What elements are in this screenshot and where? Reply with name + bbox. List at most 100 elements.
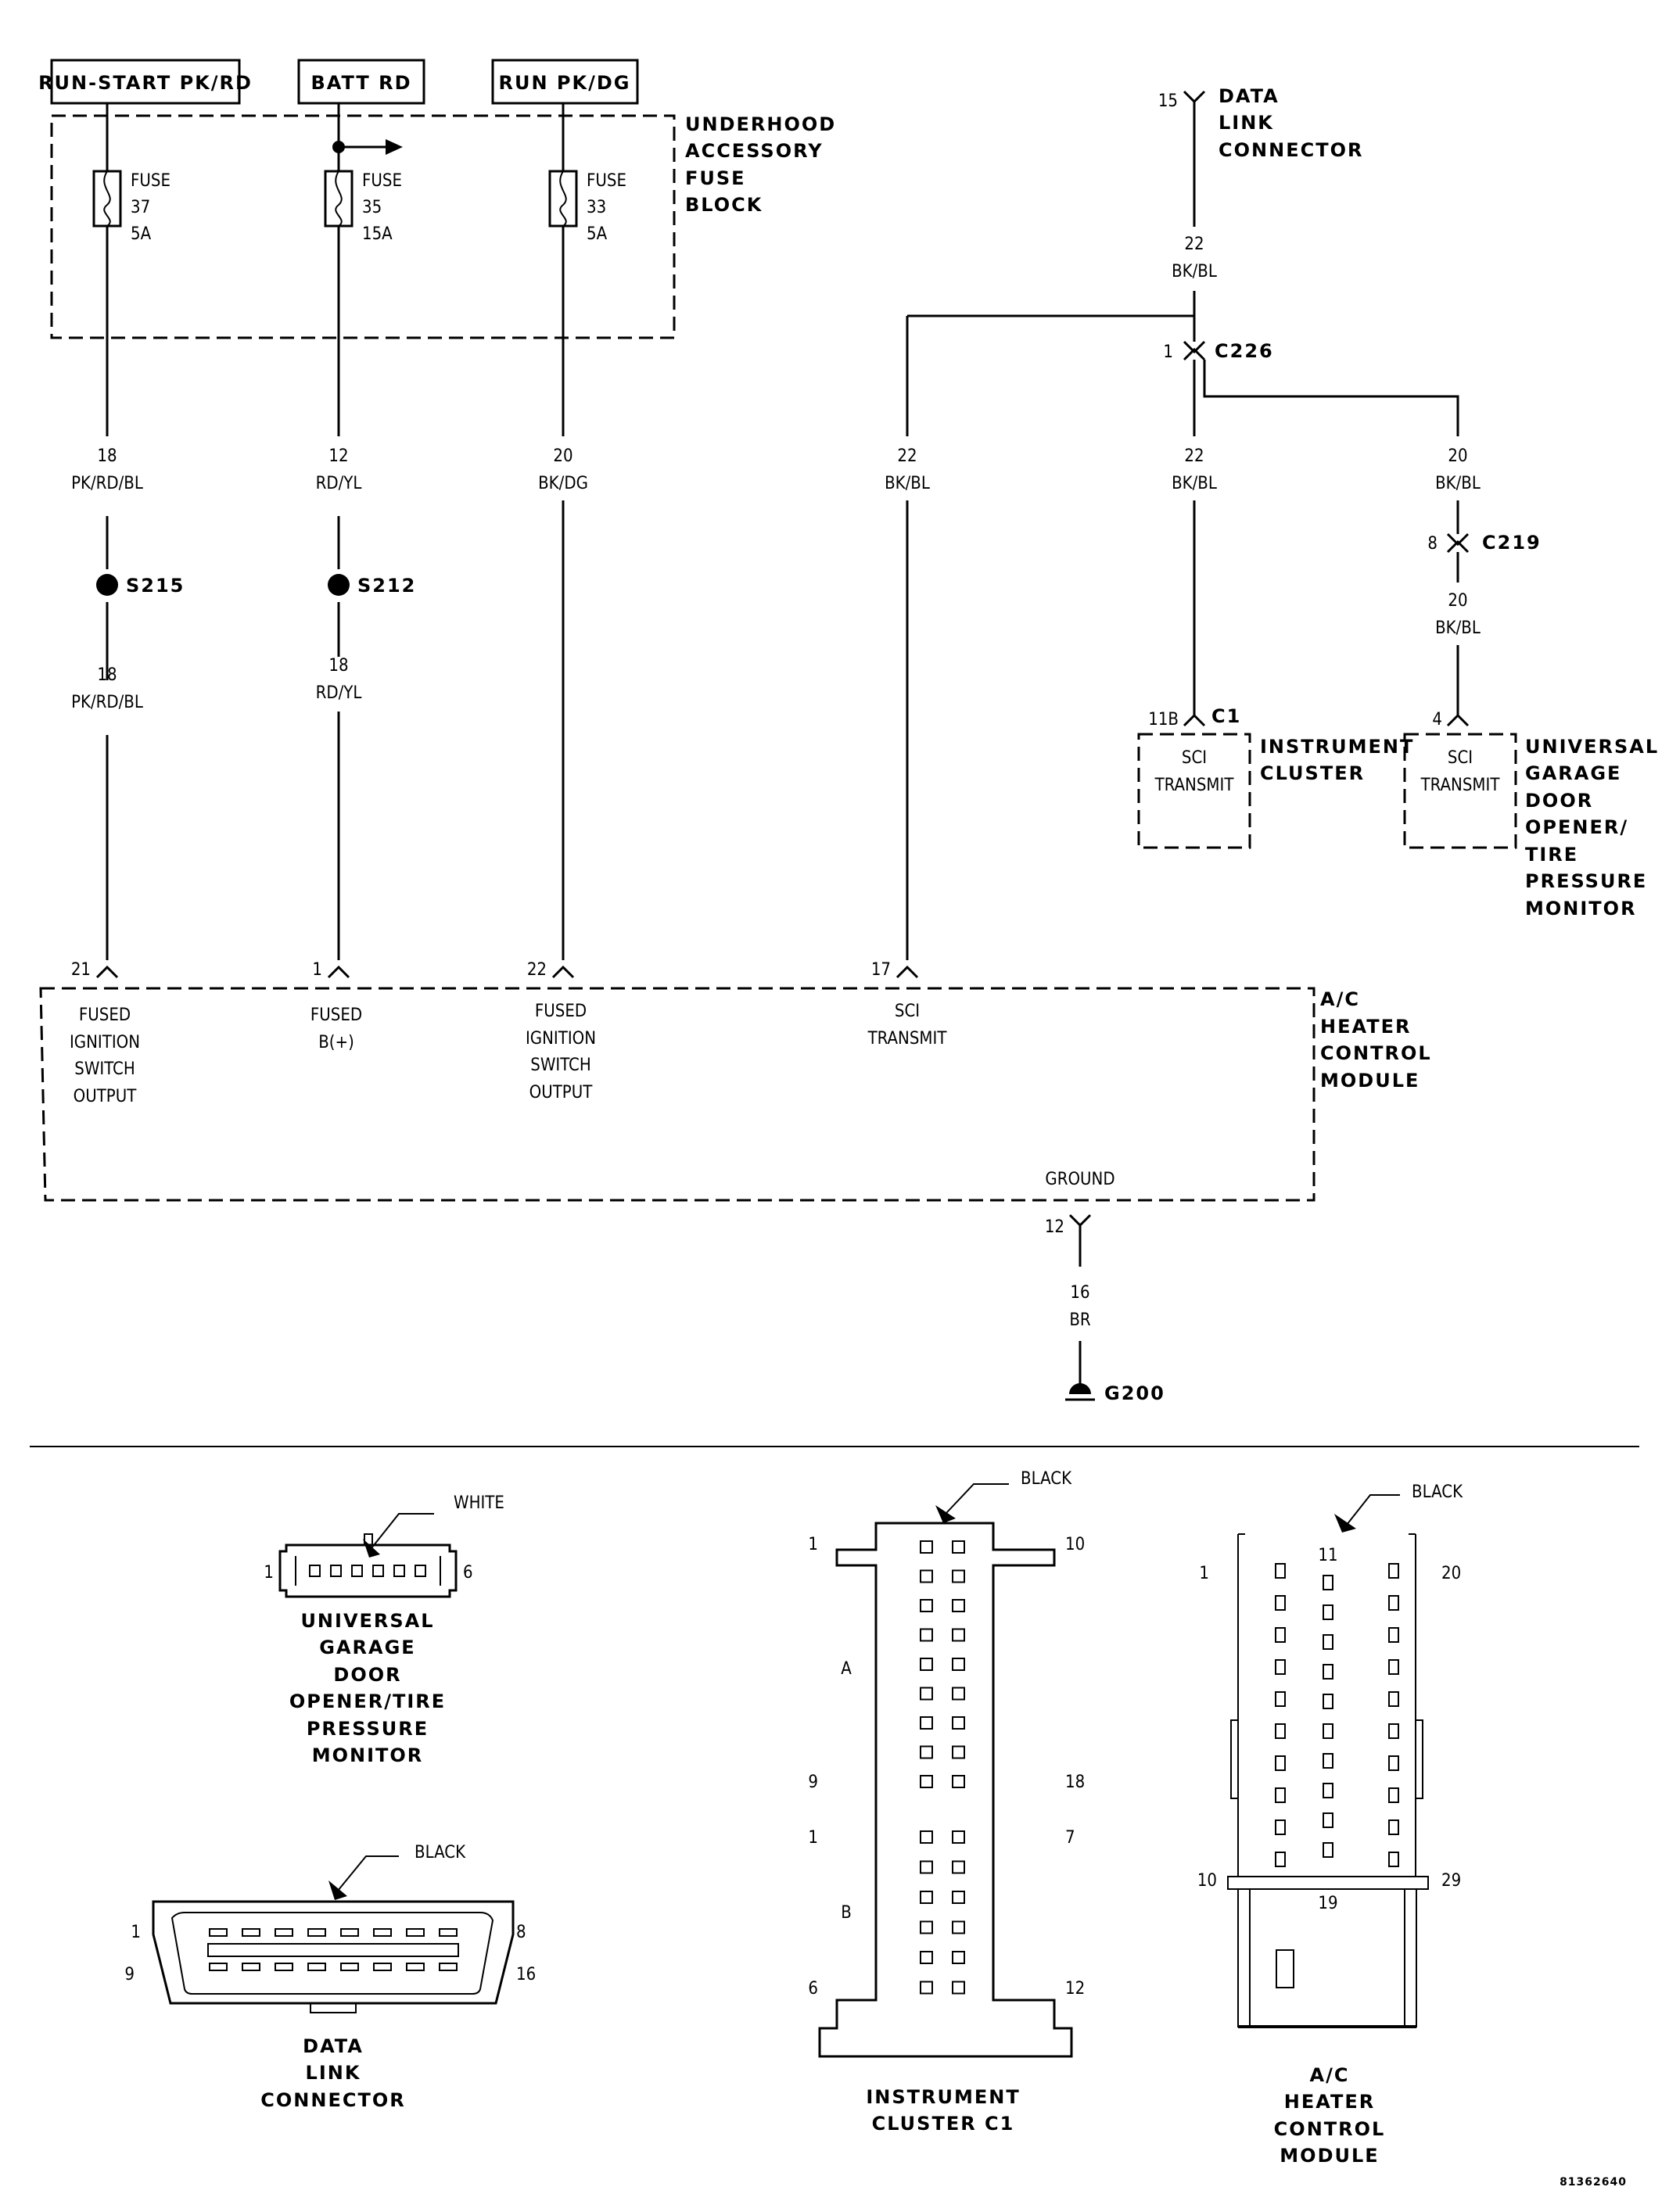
cluster-pin-cavity — [952, 1775, 965, 1788]
ground-icon — [1069, 1383, 1091, 1394]
hcm-pin-cavity — [1323, 1575, 1333, 1590]
ugdo-view-name-1: UNIVERSAL — [300, 1610, 434, 1632]
hcm-view-pin-11: 11 — [1318, 1546, 1337, 1565]
dlc-pin-cavity — [340, 1963, 359, 1971]
hcm-name-3: CONTROL — [1320, 1042, 1432, 1064]
ugdo-name-5: TIRE — [1525, 844, 1578, 866]
hcm-view-name-4: MODULE — [1280, 2145, 1379, 2167]
hcm-pin-cavity — [1323, 1664, 1333, 1680]
ugdo-pin-row — [309, 1565, 426, 1577]
run-start-label: RUN-START PK/RD — [38, 72, 253, 94]
wire-5-color: BK/BL — [1172, 474, 1217, 493]
cluster-pin-cavity — [920, 1775, 933, 1788]
dlc-pin-cavity — [209, 1963, 228, 1971]
dlc-top-pin: 15 — [1158, 91, 1178, 111]
c219-pin: 8 — [1427, 534, 1437, 554]
dlc-pin-cavity — [373, 1963, 392, 1971]
cluster-pin-cavity — [952, 1658, 965, 1671]
wire-6-lower-gauge: 20 — [1448, 591, 1467, 611]
wire-2-upper-color: RD/YL — [316, 474, 362, 493]
ugdo-pin-cavity — [393, 1565, 405, 1577]
ugdo-pin-cavity — [351, 1565, 363, 1577]
hcm-pin-cavity — [1323, 1634, 1333, 1650]
cluster-pin-cavity — [952, 1716, 965, 1730]
wire-4-color: BK/BL — [885, 474, 930, 493]
wire-3: 20 BK/DG — [538, 226, 588, 960]
cluster-view-pin-a18: 18 — [1065, 1773, 1085, 1792]
hcm-pin-1: 1 — [312, 960, 322, 980]
dlc-view-pin-16: 16 — [516, 1965, 536, 1984]
cluster-pin-cavity — [920, 1891, 933, 1904]
cluster-view-pin-a9: 9 — [808, 1773, 818, 1792]
ground-wire-gauge: 16 — [1070, 1283, 1089, 1303]
hcm-pin-cavity — [1388, 1563, 1399, 1579]
hcm-pin-cavity — [1275, 1787, 1286, 1803]
hcm-view-color: BLACK — [1412, 1482, 1463, 1502]
dlc-top-name-2: LINK — [1219, 112, 1274, 134]
hcm-pin-cavity — [1323, 1694, 1333, 1709]
dlc-pin-cavity — [406, 1963, 425, 1971]
wire-2-upper-gauge: 12 — [328, 446, 348, 466]
cluster-pin-cavity — [920, 1920, 933, 1934]
ugdo-name-7: MONITOR — [1525, 898, 1637, 920]
ugdo-name-1: UNIVERSAL — [1525, 736, 1659, 758]
ugdo-func-1: SCI — [1448, 748, 1473, 768]
hcm-view-pin-1: 1 — [1199, 1564, 1209, 1583]
dlc-pin-cavity — [307, 1928, 326, 1937]
connector-c226: 1 C226 — [906, 314, 1459, 436]
wire-6-upper-color: BK/BL — [1435, 474, 1481, 493]
fuse-block-title-3: FUSE — [685, 167, 746, 189]
ugdo-view-name-5: PRESSURE — [307, 1718, 429, 1740]
cluster-func-1: SCI — [1182, 748, 1207, 768]
hcm-pin-cavity — [1323, 1753, 1333, 1769]
cluster-pin-cavity — [952, 1951, 965, 1964]
dlc-pin-rows — [209, 1928, 458, 1971]
hcm-name-2: HEATER — [1320, 1016, 1411, 1038]
cluster-view-pin-b6: 6 — [808, 1979, 818, 1999]
hcm-pin-cavity — [1275, 1627, 1286, 1643]
batt-arrow-icon — [386, 139, 403, 155]
cluster-view-name-1: INSTRUMENT — [866, 2086, 1020, 2108]
wire-1-upper-color: PK/RD/BL — [71, 474, 143, 493]
ugdo-view-name-3: DOOR — [333, 1664, 401, 1686]
wire-1-lower-color: PK/RD/BL — [71, 693, 143, 712]
hcm-module: A/C HEATER CONTROL MODULE 21 FUSED IGNIT… — [39, 960, 1432, 1404]
cluster-view-name-2: CLUSTER C1 — [872, 2113, 1015, 2135]
wire-3-gauge: 20 — [553, 446, 572, 466]
fuse-37-number: 37 — [131, 198, 150, 217]
cluster-view-pin-b1: 1 — [808, 1828, 818, 1848]
fuse-37: FUSE 37 5A — [92, 103, 170, 244]
ugdo-pin: 4 — [1432, 710, 1442, 730]
cluster-view-section-a: A — [841, 1659, 852, 1679]
splice-s212-dot — [328, 574, 350, 596]
hcm-pin-22-func-1: FUSED — [535, 1002, 587, 1021]
dlc-view-name-2: LINK — [306, 2062, 361, 2084]
wire-2-lower-color: RD/YL — [316, 683, 362, 703]
fuse-33-rating: 5A — [587, 224, 608, 244]
hcm-pin-21: 21 — [71, 960, 91, 980]
dlc-view-pin-1: 1 — [131, 1923, 141, 1942]
wire-3-color: BK/DG — [538, 474, 588, 493]
dlc-view-name-3: CONNECTOR — [260, 2089, 405, 2111]
hcm-pin-cavity — [1388, 1723, 1399, 1739]
cluster-name-1: INSTRUMENT — [1260, 736, 1414, 758]
cluster-pin-cavity — [920, 1716, 933, 1730]
fuse-35-rating: 15A — [362, 224, 393, 244]
fuse-35: FUSE 35 15A — [324, 103, 403, 244]
ugdo-view-name-4: OPENER/TIRE — [289, 1690, 446, 1712]
fuse-35-word: FUSE — [362, 171, 402, 191]
batt-label: BATT RD — [310, 72, 411, 94]
wire-1-lower-gauge: 18 — [97, 665, 117, 685]
hcm-pin-22-func-4: OUTPUT — [529, 1083, 594, 1102]
dlc-pin-cavity — [340, 1928, 359, 1937]
ugdo-view-pin-last: 6 — [463, 1563, 473, 1583]
ugdo-pin-cavity — [372, 1565, 384, 1577]
hcm-pin-cavity — [1275, 1659, 1286, 1675]
wire-6-upper-gauge: 20 — [1448, 446, 1467, 466]
splice-s215-dot — [96, 574, 118, 596]
dlc-top-color: BK/BL — [1172, 262, 1217, 281]
hcm-pin-cavity — [1275, 1563, 1286, 1579]
view-dlc-connector: BLACK 1 8 9 16 DATA LINK CONNECTOR — [124, 1843, 536, 2111]
cluster-connector: C1 — [1211, 705, 1241, 727]
